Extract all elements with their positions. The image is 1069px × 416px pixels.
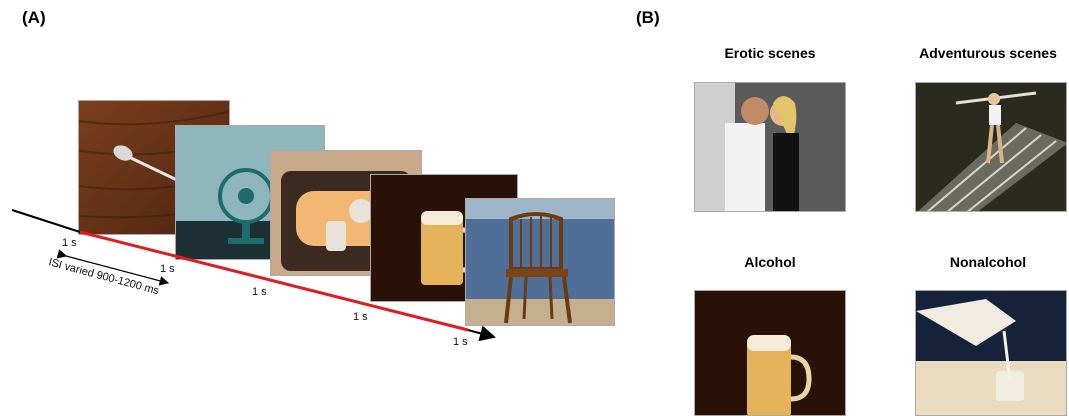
caption-adventurous-scenes: Adventurous scenes	[919, 45, 1057, 61]
nonalcohol-image	[915, 290, 1067, 416]
caption-nonalcohol: Nonalcohol	[949, 254, 1027, 270]
erotic-scene-image	[694, 82, 846, 212]
alcohol-image	[694, 290, 846, 416]
panel-b-label: (B)	[636, 8, 660, 27]
stimulus-chair-image	[465, 198, 615, 326]
isi-arrow	[56, 249, 170, 286]
timeline-end-segment	[467, 325, 496, 342]
caption-erotic-scenes: Erotic scenes	[724, 45, 816, 61]
timeline-label-1: 1 s	[62, 237, 77, 249]
timeline-label-5: 1 s	[453, 336, 468, 348]
isi-label: ISI varied 900-1200 ms	[47, 256, 160, 297]
timeline-black-segment	[11, 209, 81, 233]
timeline-label-3: 1 s	[252, 286, 267, 298]
caption-alcohol: Alcohol	[744, 254, 796, 270]
timeline-label-4: 1 s	[353, 311, 368, 323]
timeline-label-2: 1 s	[160, 263, 175, 275]
adventurous-scene-image	[915, 82, 1067, 212]
panel-a-label: (A)	[22, 8, 46, 27]
